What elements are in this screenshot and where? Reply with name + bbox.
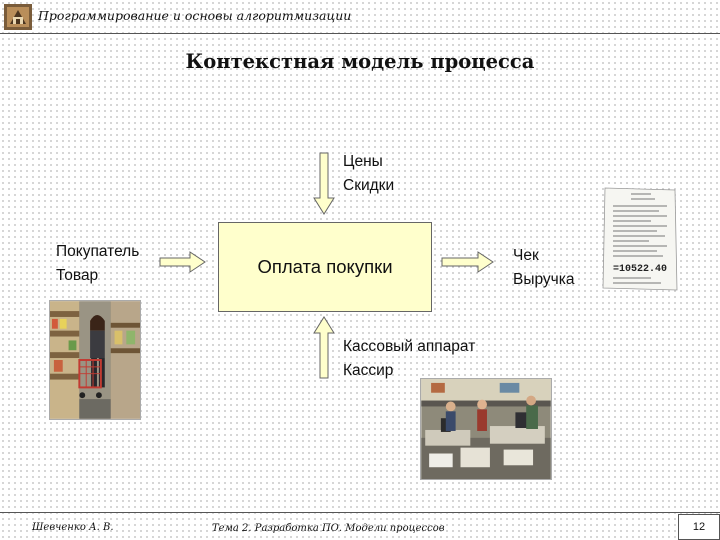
- receipt-total: =10522.40: [613, 264, 667, 275]
- control-arrow: [314, 153, 334, 214]
- footer-topic: Тема 2. Разработка ПО. Модели процессов: [212, 523, 445, 534]
- mechanism-register: Кассовый аппарат: [343, 335, 475, 359]
- input-goods: Товар: [56, 264, 139, 288]
- output-arrow: [442, 252, 493, 272]
- input-buyer: Покупатель: [56, 240, 139, 264]
- control-prices: Цены: [343, 150, 394, 174]
- footer-author: Шевченко А. В.: [32, 522, 114, 533]
- shopper-photo: [49, 300, 141, 420]
- inputs-label: Покупатель Товар: [56, 240, 139, 288]
- mechanisms-label: Кассовый аппарат Кассир: [343, 335, 475, 383]
- output-revenue: Выручка: [513, 268, 575, 292]
- page-number-text: 12: [693, 521, 705, 533]
- process-box: Оплата покупки: [218, 222, 432, 312]
- output-receipt: Чек: [513, 244, 575, 268]
- controls-label: Цены Скидки: [343, 150, 394, 198]
- input-arrow: [160, 252, 205, 272]
- process-name: Оплата покупки: [257, 256, 392, 278]
- receipt-photo: =10522.40: [601, 186, 679, 292]
- page-number: 12: [678, 514, 720, 540]
- control-discounts: Скидки: [343, 174, 394, 198]
- outputs-label: Чек Выручка: [513, 244, 575, 292]
- cashier-photo: [420, 378, 552, 480]
- mechanism-arrow: [314, 317, 334, 378]
- footer-divider: [0, 512, 720, 513]
